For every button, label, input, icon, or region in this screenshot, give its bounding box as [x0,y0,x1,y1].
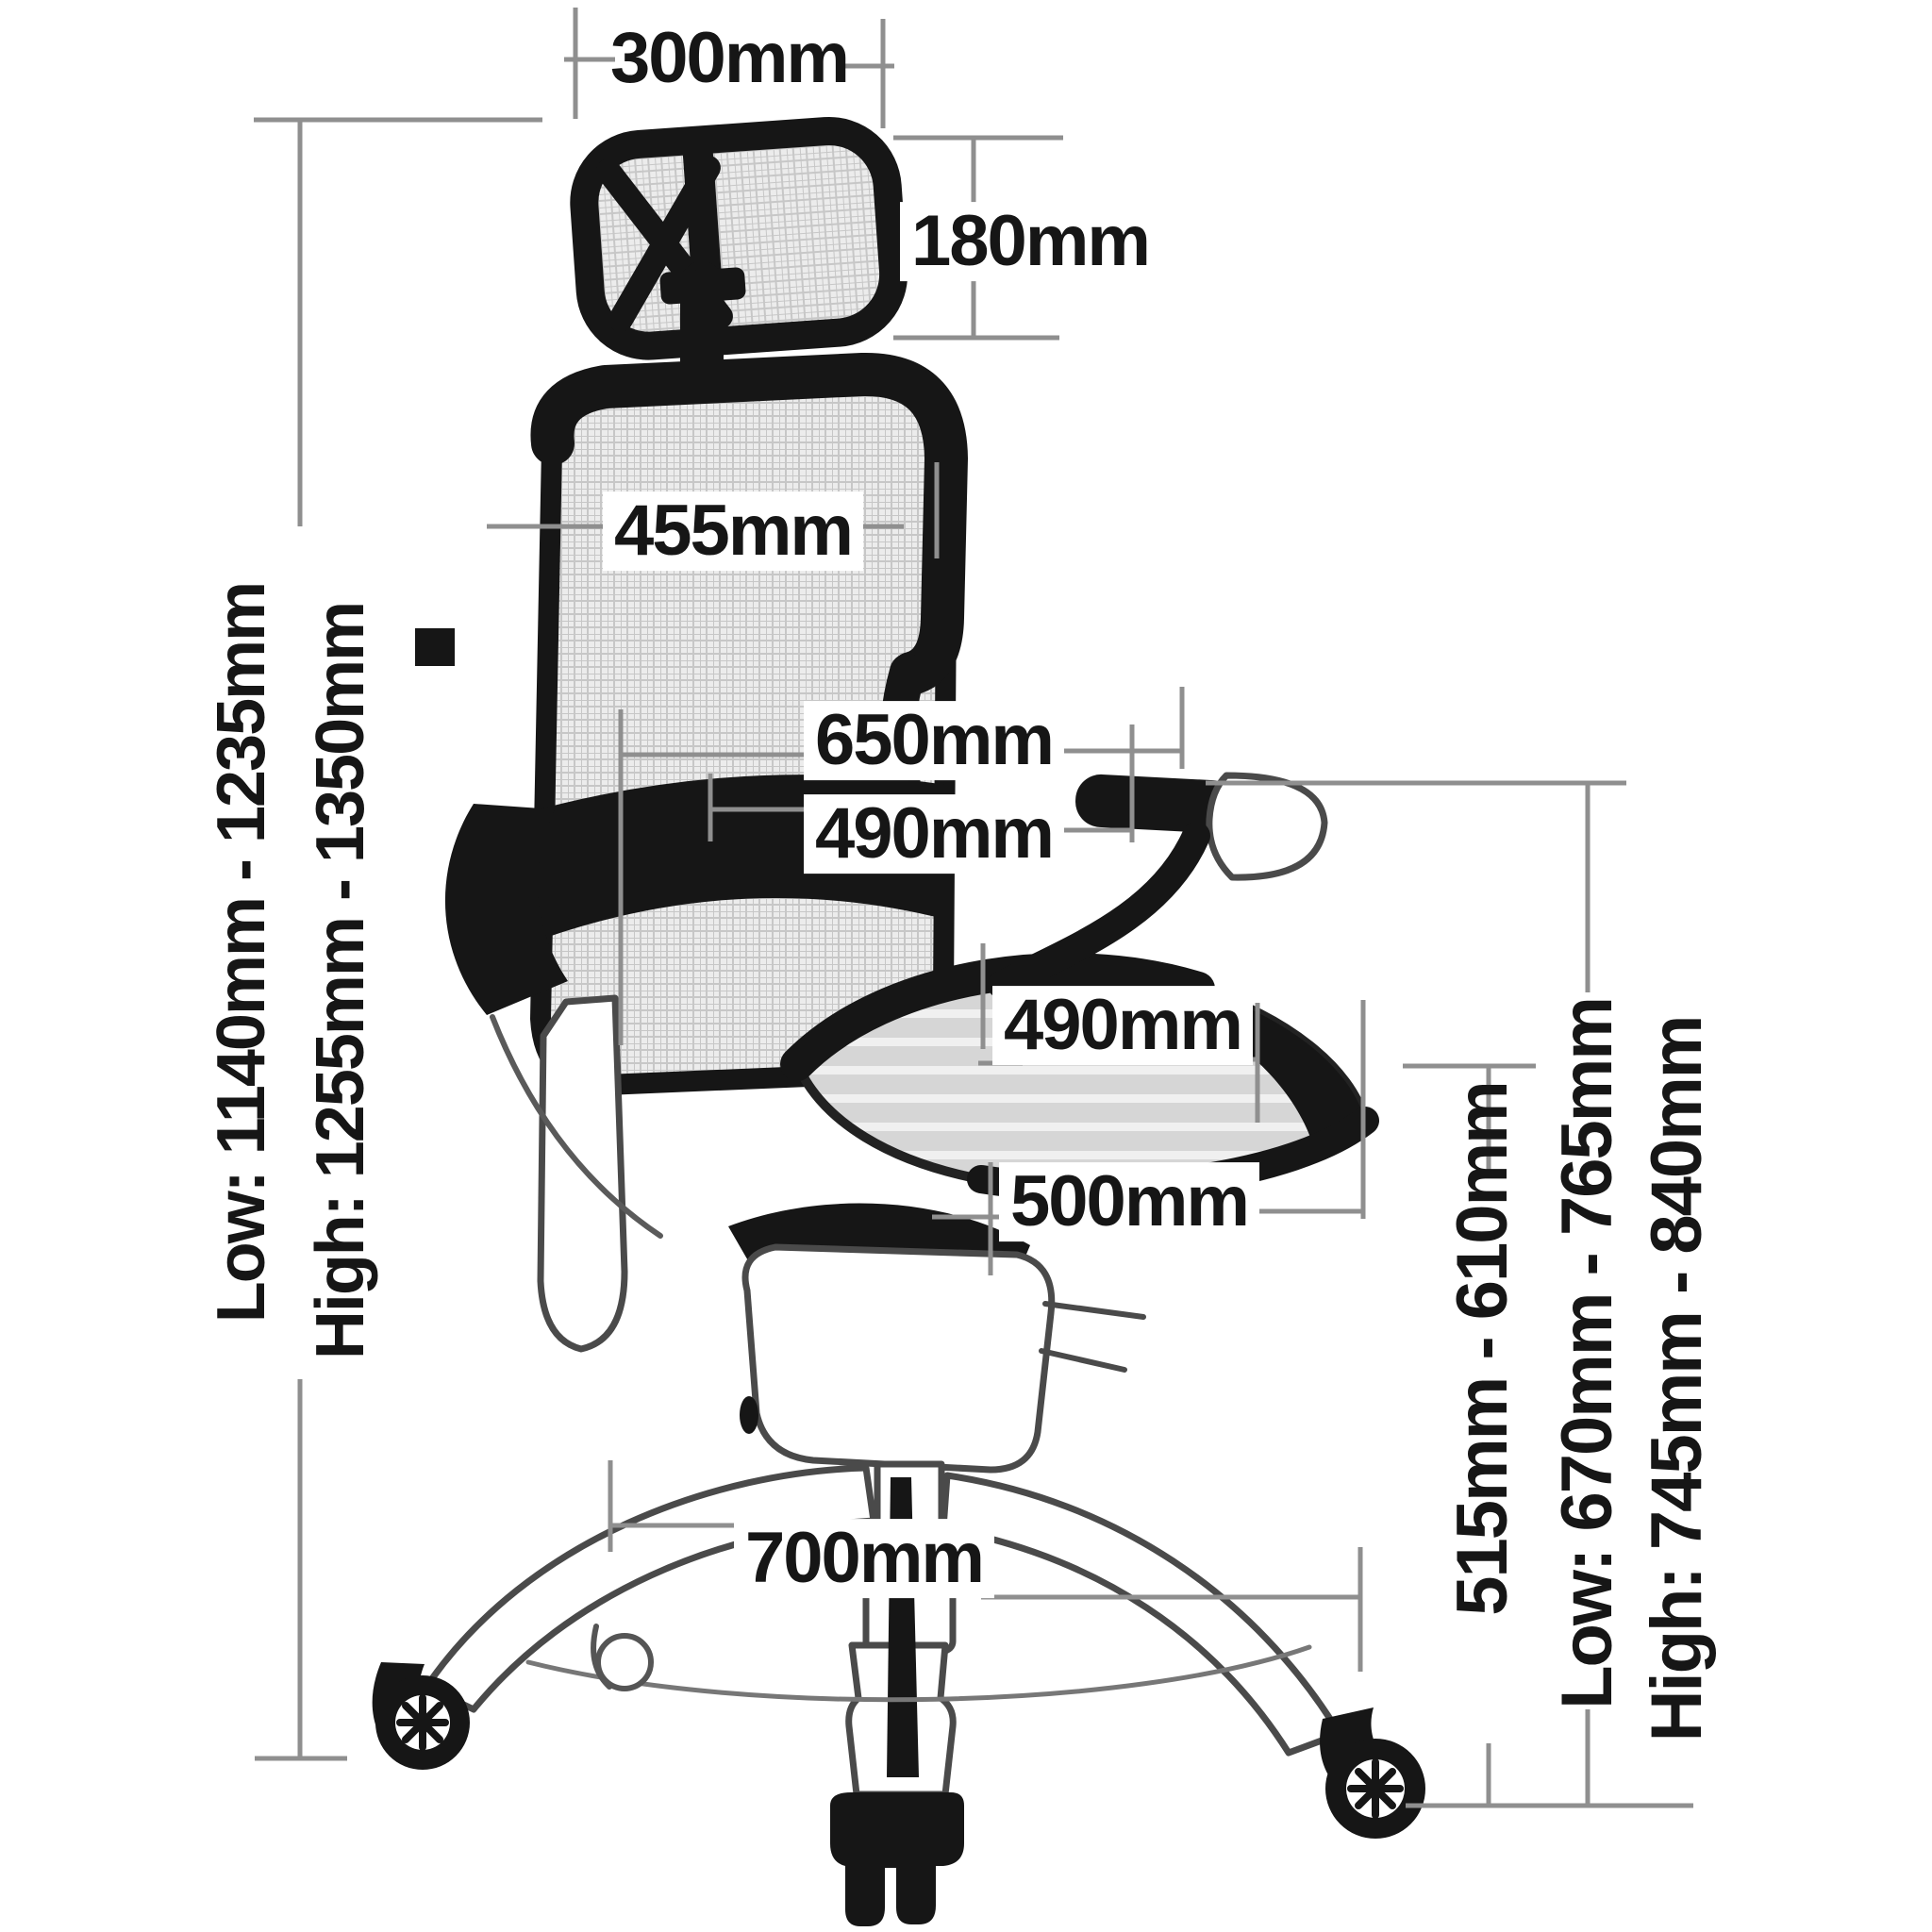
dim-line-armrest-height-ref [1206,780,1626,1806]
adjust-levers [1039,1301,1146,1373]
seat-width-label: 490mm [992,986,1253,1065]
back-linkage-line [490,1014,663,1239]
caster-front [830,1792,964,1926]
dim-line-base-width [608,1460,1363,1672]
seat-mechanism [728,1203,1146,1474]
dim-line-overall-height [254,117,542,1761]
dim-line-seat-height [1403,1063,1693,1808]
headrest-width-label: 300mm [610,18,850,99]
base-leg-right [940,1472,1343,1757]
seat-depth-label: 500mm [999,1162,1259,1241]
back-wing [444,804,568,1015]
chair [372,116,1425,1926]
overall-height-low-label: Low: 1140mm - 1235mm [204,582,280,1324]
seat-height-range-label: 515mm - 610mm [1442,1082,1524,1616]
lumbar-knob [415,628,455,666]
base-width-label: 700mm [734,1519,994,1598]
caster-left [372,1662,470,1770]
far-caster-mount [591,1624,612,1690]
mechanism-housing [741,1243,1056,1474]
armrest [988,772,1328,999]
backrest-width-label: 455mm [603,491,863,571]
back-support-arm [537,994,628,1353]
armrest-reach-label: 650mm [804,701,1064,780]
headrest [570,116,908,360]
headrest-height-label: 180mm [900,202,1160,281]
headrest-adjuster [659,267,746,305]
caster-front-body [830,1792,964,1926]
dim-line-headrest-width [564,8,894,128]
armrest-handle [1206,772,1328,881]
caster-right [1320,1707,1425,1839]
armrest-pad [1075,774,1238,834]
armrest-height-high-label: High: 745mm - 840mm [1637,1016,1718,1742]
mechanism-knob [740,1396,758,1434]
caster-left-spokes [396,1694,449,1751]
armrest-support [988,822,1210,999]
far-caster [595,1633,654,1691]
armrest-height-low-label: Low: 670mm - 765mm [1547,998,1628,1709]
backrest-frame-top-right [530,353,968,695]
overall-height-high-label: High: 1255mm - 1350mm [303,602,379,1360]
armrest-front-width-label: 490mm [804,794,1064,874]
caster-right-spokes [1347,1758,1404,1819]
